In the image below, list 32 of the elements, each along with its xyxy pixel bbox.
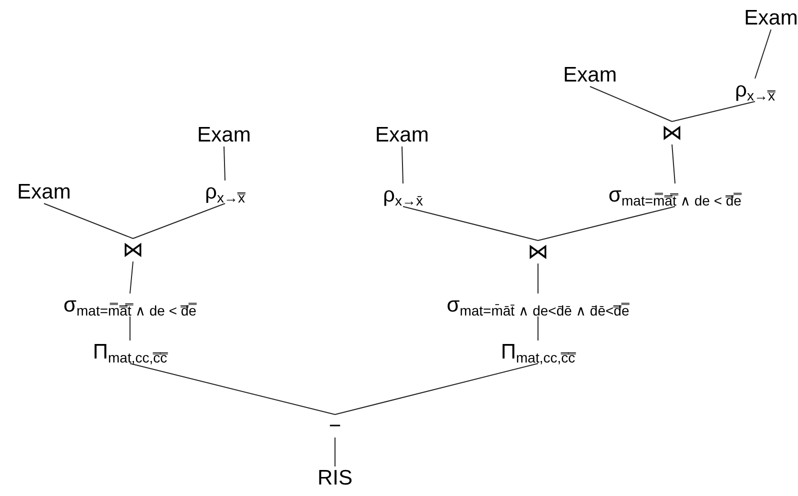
relation-label: Exam [563, 64, 617, 86]
operator-label: ⋈ [662, 122, 682, 144]
tree-edge [672, 101, 756, 122]
relation-label: Exam [375, 124, 429, 146]
operator-label: − [328, 416, 342, 436]
tree-edge [44, 203, 134, 239]
relation-label: ρ$_{x→x̿}$ [735, 80, 775, 100]
tree-edge [402, 146, 404, 184]
tree-edge [224, 146, 226, 181]
relation-label: Exam [744, 8, 798, 28]
tree-edge [590, 86, 672, 122]
tree-edge [130, 363, 336, 415]
relation-label: Exam [197, 124, 251, 146]
tree-edge [334, 363, 538, 415]
tree-edge [672, 144, 676, 184]
operator-label: ⋈ [122, 240, 144, 260]
tree-edge [130, 261, 134, 294]
relation-label: σ$_{mat=m̿a̿t̿ ∧ de < d̿e̿}$ [64, 294, 196, 316]
operator-label: ⋈ [528, 242, 548, 262]
relation-label: σ$_{mat=m̄āt̄ ∧ de<d̄ē ∧ d̄ē<d̿e̿}$ [446, 294, 630, 316]
relation-label: Π$_{mat,cc,c̿c̿}$ [92, 342, 168, 362]
relation-label: ρ$_{x→x̄}$ [383, 184, 423, 206]
relation-label: ρ$_{x→x̿}$ [205, 182, 245, 202]
tree-edge [132, 203, 226, 239]
tree-edge [538, 206, 676, 241]
relation-label: RIS [318, 468, 352, 488]
tree-edge [754, 29, 772, 79]
tree-edge [402, 206, 538, 241]
relation-label: Exam [17, 182, 71, 202]
relation-label: σ$_{mat=m̿a̿t̿ ∧ de < d̿e̿}$ [608, 184, 742, 206]
tree-edge [334, 437, 336, 467]
relation-label: Π$_{mat,cc,c̿c̿}$ [500, 342, 576, 362]
